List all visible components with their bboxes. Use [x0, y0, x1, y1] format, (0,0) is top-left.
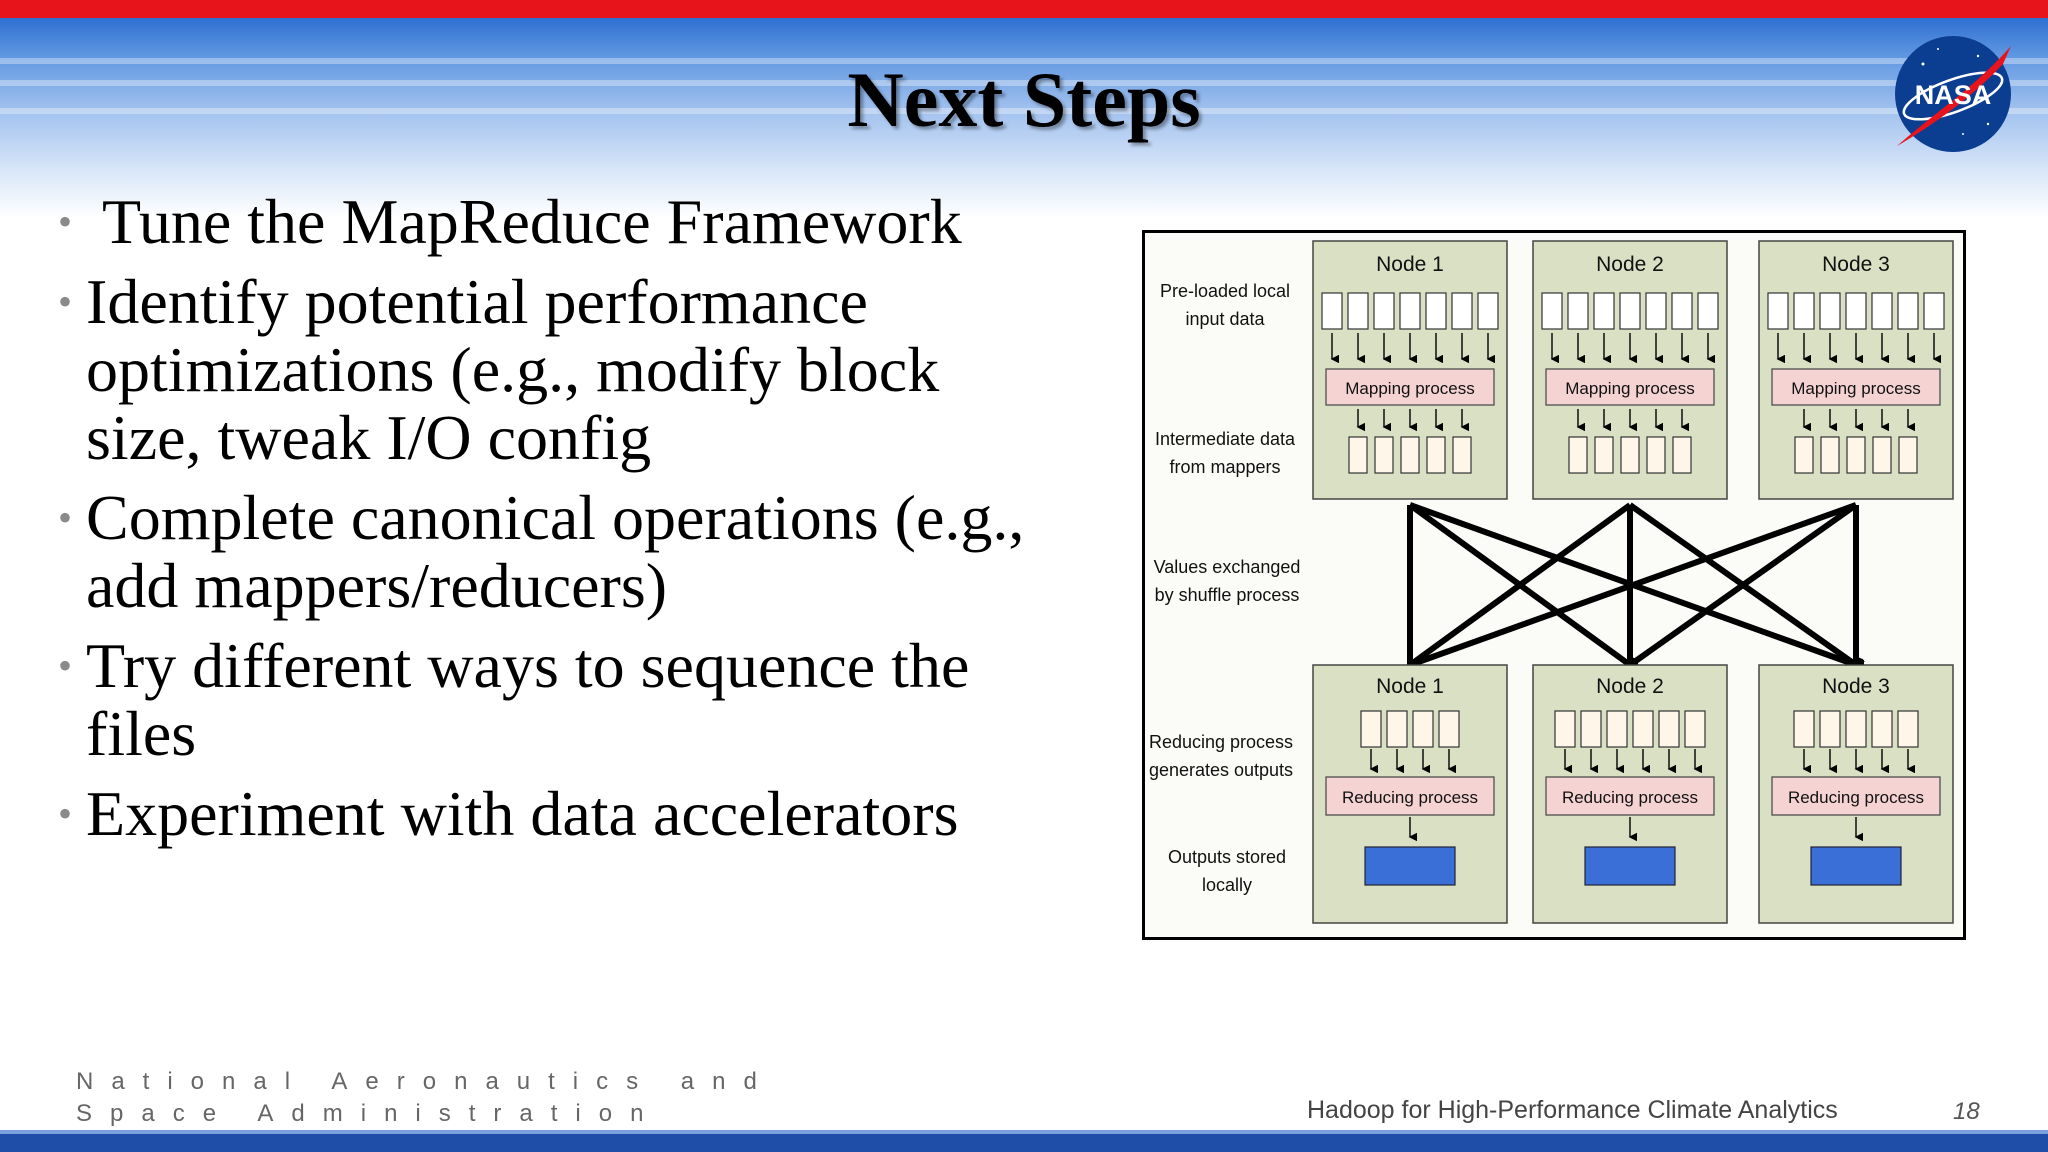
bottom-blue-bar [0, 1134, 2048, 1152]
mapping-process-label: Mapping process [1565, 379, 1694, 398]
input-block [1793, 292, 1815, 330]
footer-presentation-title: Hadoop for High-Performance Climate Anal… [1307, 1096, 1838, 1124]
intermediate-block [1426, 436, 1446, 474]
output-block [1364, 846, 1456, 886]
input-block [1373, 292, 1395, 330]
header-band [0, 18, 2048, 218]
input-block [1541, 292, 1563, 330]
reduce-node-title: Node 1 [1376, 675, 1444, 698]
reduce-input-block [1793, 710, 1815, 748]
input-block [1451, 292, 1473, 330]
reduce-input-block [1632, 710, 1654, 748]
reduce-input-block [1845, 710, 1867, 748]
bullet-item: •Experiment with data accelerators [58, 778, 959, 849]
intermediate-block [1568, 436, 1588, 474]
input-block [1645, 292, 1667, 330]
reduce-input-block [1606, 710, 1628, 748]
top-red-bar [0, 0, 2048, 18]
bullet-item: •Identify potential performance optimiza… [58, 266, 940, 473]
input-block [1425, 292, 1447, 330]
input-block [1593, 292, 1615, 330]
reduce-input-block [1438, 710, 1460, 748]
intermediate-block [1594, 436, 1614, 474]
reduce-input-block [1360, 710, 1382, 748]
intermediate-block [1794, 436, 1814, 474]
reducing-process-label: Reducing process [1562, 788, 1698, 807]
input-block [1671, 292, 1693, 330]
output-block [1810, 846, 1902, 886]
mapping-process-box [1325, 368, 1495, 406]
shuffle-arrow [1410, 502, 1858, 665]
intermediate-block [1898, 436, 1918, 474]
map-node-title: Node 2 [1596, 253, 1664, 276]
reduce-input-block [1819, 710, 1841, 748]
reduce-node-title: Node 2 [1596, 675, 1664, 698]
reducing-process-box [1325, 776, 1495, 816]
footer-organization: National Aeronautics and Space Administr… [76, 1068, 775, 1127]
reduce-input-block [1580, 710, 1602, 748]
bottom-accent-line [0, 1130, 2048, 1134]
bullet-list: •Tune the MapReduce Framework •Identify … [58, 188, 1068, 860]
input-block [1923, 292, 1945, 330]
input-block [1697, 292, 1719, 330]
intermediate-block [1400, 436, 1420, 474]
intermediate-block [1672, 436, 1692, 474]
map-node-title: Node 3 [1822, 253, 1890, 276]
mapping-process-label: Mapping process [1791, 379, 1920, 398]
intermediate-block [1820, 436, 1840, 474]
svg-text:NASA: NASA [1915, 80, 1992, 110]
input-block [1871, 292, 1893, 330]
intermediate-block [1348, 436, 1368, 474]
reduce-input-block [1386, 710, 1408, 748]
page-number: 18 [1953, 1098, 1980, 1125]
map-node-title: Node 1 [1376, 253, 1444, 276]
intermediate-block [1646, 436, 1666, 474]
reducing-process-label: Reducing process [1788, 788, 1924, 807]
reduce-node-title: Node 3 [1822, 675, 1890, 698]
input-block [1819, 292, 1841, 330]
nasa-logo-icon: NASA [1895, 36, 2011, 152]
intermediate-block [1872, 436, 1892, 474]
reduce-input-block [1554, 710, 1576, 748]
reducing-process-box [1545, 776, 1715, 816]
input-block [1619, 292, 1641, 330]
reduce-input-block [1684, 710, 1706, 748]
reduce-input-block [1658, 710, 1680, 748]
intermediate-block [1452, 436, 1472, 474]
shuffle-arrow [1630, 502, 1858, 665]
reducing-process-label: Reducing process [1342, 788, 1478, 807]
bullet-item: •Try different ways to sequence the file… [58, 630, 970, 769]
shuffle-arrow [1410, 502, 1632, 665]
output-block [1584, 846, 1676, 886]
reduce-input-block [1412, 710, 1434, 748]
mapping-process-box [1771, 368, 1941, 406]
input-block [1347, 292, 1369, 330]
intermediate-block [1374, 436, 1394, 474]
input-block [1845, 292, 1867, 330]
slide-title: Next Steps [847, 56, 1201, 143]
mapping-process-box [1545, 368, 1715, 406]
input-block [1897, 292, 1919, 330]
input-block [1321, 292, 1343, 330]
input-block [1767, 292, 1789, 330]
input-block [1567, 292, 1589, 330]
reducing-process-box [1771, 776, 1941, 816]
reduce-input-block [1897, 710, 1919, 748]
bullet-item: •Complete canonical operations (e.g., ad… [58, 482, 1025, 621]
intermediate-block [1620, 436, 1640, 474]
reduce-input-block [1871, 710, 1893, 748]
intermediate-block [1846, 436, 1866, 474]
input-block [1399, 292, 1421, 330]
input-block [1477, 292, 1499, 330]
mapping-process-label: Mapping process [1345, 379, 1474, 398]
bullet-item: •Tune the MapReduce Framework [58, 186, 962, 257]
